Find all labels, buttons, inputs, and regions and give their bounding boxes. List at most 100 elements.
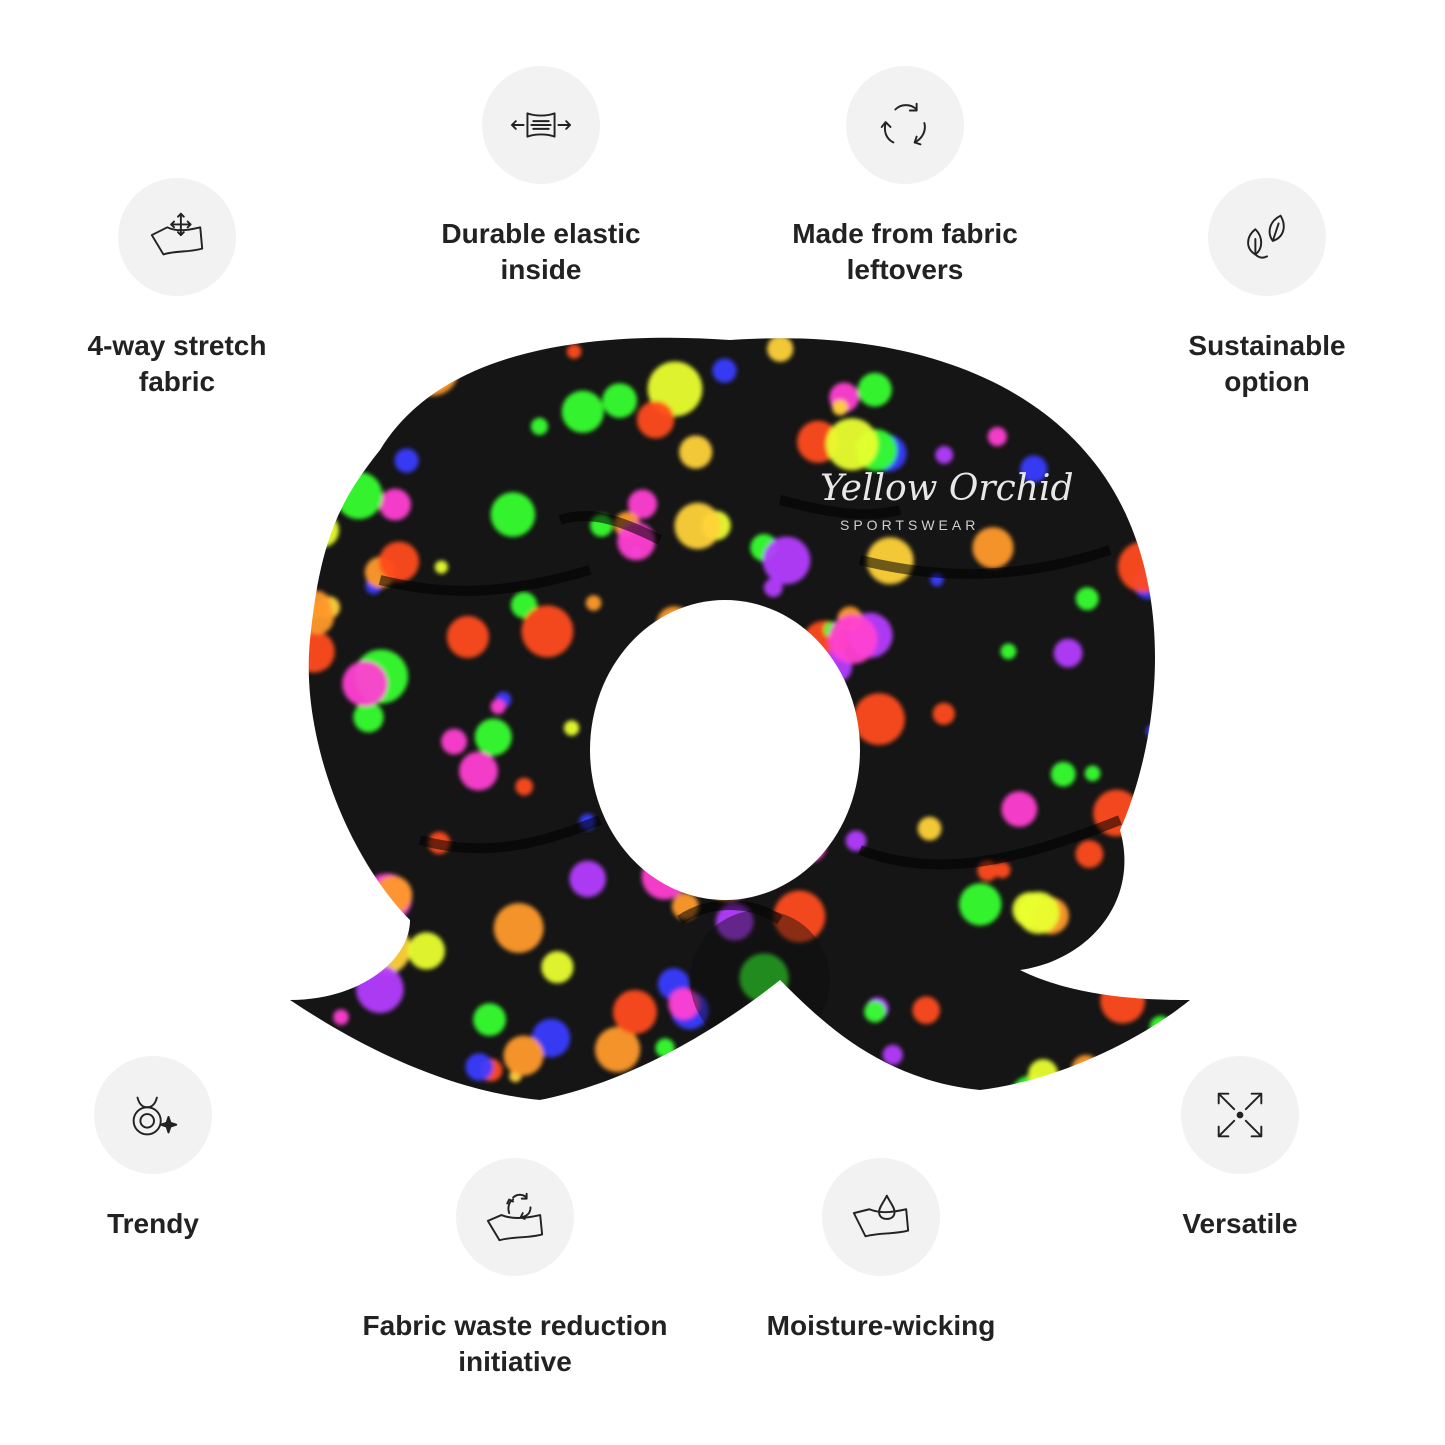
polka-dot xyxy=(865,337,879,343)
polka-dot xyxy=(641,853,688,900)
polka-dot xyxy=(493,903,544,953)
feature-sustainable: Sustainable option xyxy=(1087,178,1445,400)
polka-dot xyxy=(1001,791,1038,827)
polka-dot xyxy=(303,590,331,618)
polka-dot xyxy=(612,990,657,1034)
polka-dot xyxy=(490,699,506,715)
polka-dot xyxy=(260,694,286,726)
polka-dot xyxy=(1162,337,1179,343)
polka-dot xyxy=(1050,761,1076,787)
polka-dot xyxy=(399,337,449,357)
polka-dot xyxy=(1071,1055,1101,1084)
polka-dot xyxy=(563,720,580,736)
polka-dot xyxy=(679,435,713,469)
polka-dot xyxy=(465,1053,493,1081)
feature-label: Sustainable option xyxy=(1188,330,1346,397)
polka-dot xyxy=(656,606,693,643)
polka-dot xyxy=(1084,765,1101,782)
polka-dot xyxy=(569,860,606,898)
polka-dot xyxy=(773,763,791,782)
polka-dot xyxy=(1141,791,1168,819)
polka-dot xyxy=(932,702,955,725)
polka-dot xyxy=(292,630,335,673)
polka-dot xyxy=(405,342,459,396)
polka-dot xyxy=(359,923,411,975)
fabric-recycle-icon xyxy=(456,1158,574,1276)
polka-dot xyxy=(336,433,355,452)
polka-dot xyxy=(490,492,536,537)
polka-dot xyxy=(987,427,1007,447)
polka-dot xyxy=(411,1083,443,1101)
polka-dot xyxy=(845,830,867,852)
polka-dot xyxy=(636,401,675,439)
expand-arrows-icon xyxy=(1181,1056,1299,1174)
polka-dot xyxy=(917,816,942,841)
polka-dot xyxy=(503,1035,544,1076)
polka-dot xyxy=(1020,455,1048,483)
polka-dot xyxy=(994,861,1011,879)
polka-dot xyxy=(530,417,549,435)
polka-dot xyxy=(326,447,343,465)
polka-dot xyxy=(959,883,1002,926)
polka-dot xyxy=(370,337,416,363)
feature-label: Made from fabric leftovers xyxy=(792,218,1018,285)
feature-fabric-leftovers: Made from fabric leftovers xyxy=(725,66,1085,288)
polka-dot xyxy=(446,615,489,659)
polka-dot xyxy=(674,502,721,550)
polka-dot xyxy=(712,358,737,383)
polka-dot xyxy=(417,351,433,367)
polka-dot xyxy=(1145,724,1160,739)
polka-dot xyxy=(305,513,340,548)
feature-durable-elastic: Durable elastic inside xyxy=(361,66,721,288)
polka-dot xyxy=(407,932,445,970)
polka-dot xyxy=(441,728,467,755)
polka-dot xyxy=(566,344,582,359)
polka-dot xyxy=(935,446,954,464)
polka-dot xyxy=(857,372,892,407)
polka-dot xyxy=(715,902,754,941)
polka-dot xyxy=(800,666,817,683)
polka-dot xyxy=(763,578,783,598)
polka-dot xyxy=(1157,1085,1181,1101)
product-logo: Yellow Orchid xyxy=(820,468,1074,509)
polka-dot xyxy=(670,717,686,733)
polka-dot xyxy=(394,448,419,473)
polka-dot xyxy=(853,693,905,745)
polka-dot xyxy=(767,337,794,362)
trendy-bow-icon xyxy=(94,1056,212,1174)
polka-dot xyxy=(290,428,315,473)
polka-dot xyxy=(378,541,420,582)
feature-moisture-wicking: Moisture-wicking xyxy=(701,1158,1061,1344)
feature-label: 4-way stretch fabric xyxy=(87,330,267,397)
elastic-band-icon xyxy=(482,66,600,184)
polka-dot xyxy=(704,854,752,902)
polka-dot xyxy=(792,828,827,863)
feature-four-way-stretch: 4-way stretch fabric xyxy=(0,178,357,400)
polka-dot xyxy=(379,488,411,521)
polka-dot xyxy=(1075,840,1104,868)
polka-dot xyxy=(585,595,602,611)
feature-label: Moisture-wicking xyxy=(766,1310,996,1341)
polka-dot xyxy=(515,777,534,796)
feature-trendy: Trendy xyxy=(0,1056,333,1242)
polka-dot xyxy=(356,965,404,1013)
polka-dot xyxy=(1149,1015,1172,1038)
polka-dot xyxy=(353,702,384,733)
polka-dot xyxy=(627,489,658,519)
polka-dot xyxy=(909,337,928,351)
polka-dot xyxy=(972,527,1014,569)
polka-dot xyxy=(1000,643,1017,660)
feature-versatile: Versatile xyxy=(1060,1056,1420,1242)
polka-dot xyxy=(541,951,574,984)
polka-dot xyxy=(703,647,716,660)
polka-dot xyxy=(666,1058,718,1101)
polka-dot xyxy=(687,659,716,689)
water-drop-icon xyxy=(822,1158,940,1276)
feature-label: Durable elastic inside xyxy=(441,218,641,285)
polka-dot xyxy=(912,996,940,1024)
polka-dot xyxy=(290,552,308,592)
polka-dot xyxy=(474,718,512,756)
polka-dot xyxy=(1132,926,1186,980)
polka-dot xyxy=(655,1038,675,1058)
feature-label: Fabric waste reduction initiative xyxy=(362,1310,668,1377)
